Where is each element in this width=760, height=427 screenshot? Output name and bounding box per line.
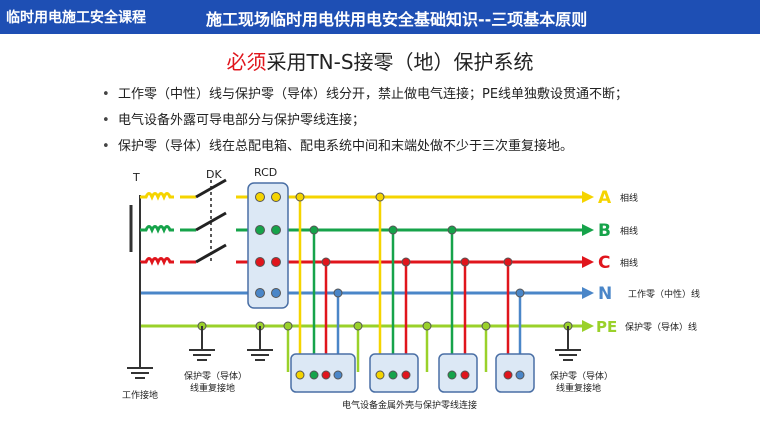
repeat-ground-icon [189, 326, 215, 361]
line-n-letter: N [598, 284, 612, 304]
header-bar: 临时用电施工安全课程 施工现场临时用电供用电安全基础知识--三项基本原则 [0, 0, 760, 34]
arrow-pe [582, 320, 594, 332]
rcd-terminals [255, 192, 281, 298]
slide-title-emphasis: 必须 [226, 50, 267, 74]
equipment-enclosure-1 [290, 353, 356, 393]
bullet-item: 保护零（导体）线在总配电箱、配电系统中间和末端处做不少于三次重复接地。 [102, 134, 628, 160]
switch-label: DK [206, 168, 222, 181]
line-c-letter: C [598, 253, 610, 273]
drop-wires [286, 197, 522, 372]
repeat-ground-left-label-1: 保护零（导体） [184, 370, 247, 382]
line-n-name: 工作零（中性）线 [628, 288, 700, 300]
equipment-enclosure-2 [369, 353, 419, 393]
equipment-enclosure-4 [495, 353, 535, 393]
line-a-name: 相线 [620, 192, 638, 204]
line-pe-letter: PE [596, 318, 617, 336]
rcd-box [247, 182, 289, 309]
arrow-b [582, 224, 594, 236]
slide-title: 必须采用TN-S接零（地）保护系统 [0, 46, 760, 75]
repeat-ground-right-label-2: 线重复接地 [556, 382, 601, 394]
bullet-item: 电气设备外露可导电部分与保护零线连接； [102, 108, 628, 134]
repeat-ground-icon [555, 326, 581, 361]
junction-dots [197, 192, 573, 331]
line-b-letter: B [598, 221, 611, 241]
work-ground-icon [127, 367, 153, 379]
coil-c [140, 257, 174, 266]
course-title: 临时用电施工安全课程 [6, 10, 146, 26]
enclosure-caption: 电气设备金属外壳与保护零线连接 [342, 399, 477, 411]
deck-title: 施工现场临时用电供用电安全基础知识--三项基本原则 [206, 10, 588, 29]
bullet-list: 工作零（中性）线与保护零（导体）线分开，禁止做电气连接；PE线单独敷设贯通不断；… [102, 82, 628, 160]
line-c-name: 相线 [620, 257, 638, 269]
line-b-name: 相线 [620, 225, 638, 237]
repeat-ground-right-label-1: 保护零（导体） [550, 370, 613, 382]
line-a-letter: A [598, 188, 612, 208]
repeat-ground-icon [247, 326, 273, 361]
arrow-n [582, 287, 594, 299]
rcd-label: RCD [254, 166, 277, 179]
transformer-label: T [132, 171, 140, 184]
line-pe-name: 保护零（导体）线 [625, 321, 697, 333]
arrow-a [582, 191, 594, 203]
arrow-c [582, 256, 594, 268]
work-ground-label: 工作接地 [122, 389, 158, 401]
coil-a [140, 192, 174, 201]
bullet-item: 工作零（中性）线与保护零（导体）线分开，禁止做电气连接；PE线单独敷设贯通不断； [102, 82, 628, 108]
coil-b [140, 225, 174, 234]
repeat-ground-left-label-2: 线重复接地 [190, 382, 235, 394]
slide-title-text: 采用TN-S接零（地）保护系统 [266, 50, 534, 74]
equipment-enclosure-3 [438, 353, 478, 393]
